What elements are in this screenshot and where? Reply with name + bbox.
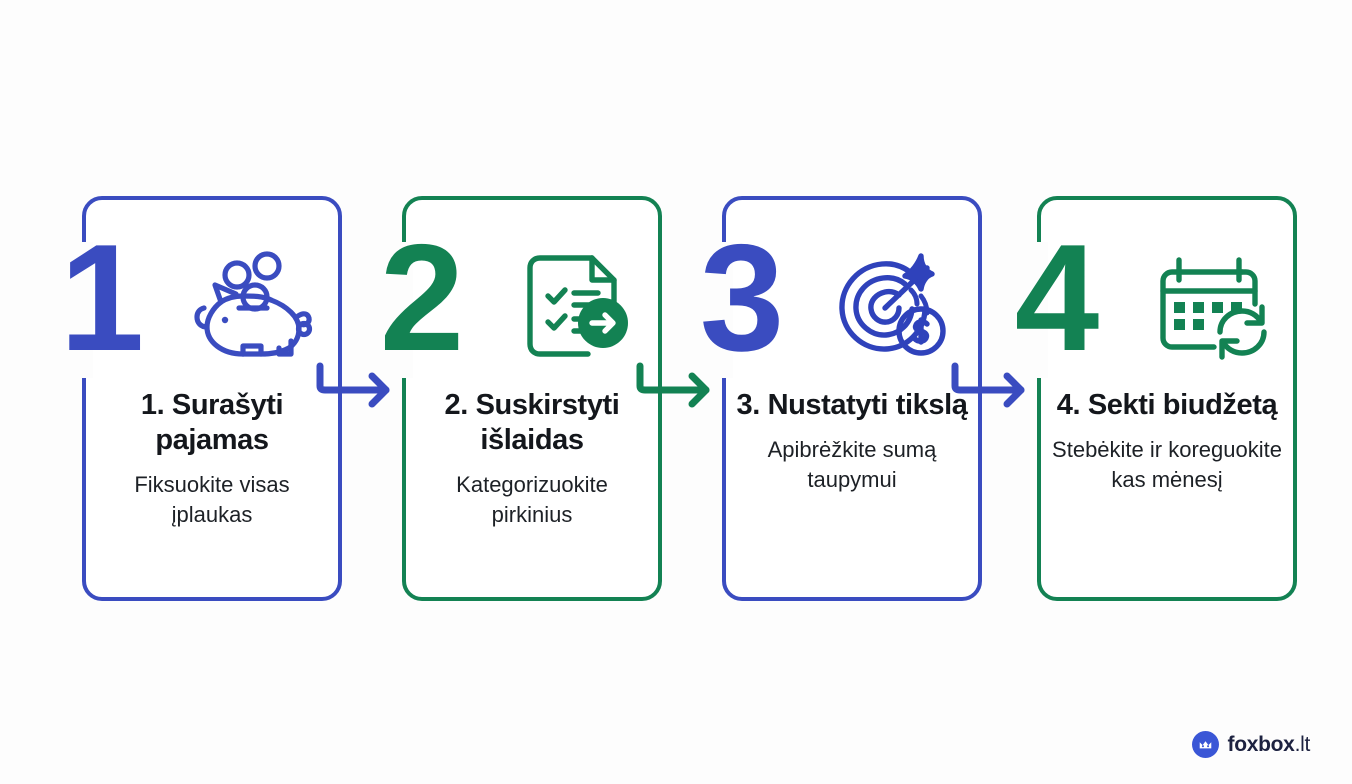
piggy-bank-icon [188, 246, 320, 366]
foxbox-badge-icon [1191, 731, 1219, 758]
step-card-2: 2. Suskirstyti išlaidas Kategorizuokite … [399, 196, 662, 601]
border-gap-3 [719, 242, 733, 378]
connector-arrow-3-to-4 [951, 358, 1037, 408]
border-gap-1 [79, 242, 93, 378]
step-card-3: 3. Nustatyti tikslą Apibrėžkite sumą tau… [719, 196, 982, 601]
step-card-1-title: 1. Surašyti pajamas [140, 389, 284, 456]
step-card-1-subtitle: Fiksuokite visas įplaukas [134, 472, 290, 527]
step-numeral-2: 2 [379, 213, 465, 383]
border-gap-4 [1034, 242, 1048, 378]
connector-arrow-2-to-3 [636, 358, 722, 408]
step-numeral-3: 3 [699, 213, 785, 383]
step-card-4-subtitle: Stebėkite ir koreguokite kas mėnesį [1052, 437, 1282, 492]
connector-arrow-1-to-2 [316, 358, 402, 408]
foxbox-wordmark: foxbox.lt [1227, 732, 1311, 757]
step-numeral-1: 1 [59, 213, 145, 383]
step-card-2-text: 2. Suskirstyti išlaidas Kategorizuokite … [414, 388, 650, 530]
step-card-3-subtitle: Apibrėžkite sumą taupymui [767, 437, 937, 492]
step-card-2-subtitle: Kategorizuokite pirkinius [456, 472, 608, 527]
target-arrow-dollar-icon [828, 246, 960, 366]
checklist-document-arrow-icon [508, 246, 640, 366]
step-numeral-4: 4 [1014, 213, 1100, 383]
foxbox-logo[interactable]: foxbox.lt [1191, 731, 1311, 758]
step-card-4-title: 4. Sekti biudžetą [1056, 389, 1278, 421]
step-card-3-text: 3. Nustatyti tikslą Apibrėžkite sumą tau… [734, 388, 970, 495]
step-card-4: 4. Sekti biudžetą Stebėkite ir koreguoki… [1034, 196, 1297, 601]
border-gap-2 [399, 242, 413, 378]
step-card-1: 1. Surašyti pajamas Fiksuokite visas įpl… [79, 196, 342, 601]
calendar-refresh-icon [1143, 246, 1275, 366]
logo-name: foxbox [1227, 732, 1295, 756]
step-card-1-text: 1. Surašyti pajamas Fiksuokite visas įpl… [94, 388, 330, 530]
logo-tld: .lt [1294, 732, 1311, 756]
step-card-2-title: 2. Suskirstyti išlaidas [444, 389, 620, 456]
step-card-3-title: 3. Nustatyti tikslą [736, 389, 968, 421]
step-card-4-text: 4. Sekti biudžetą Stebėkite ir koreguoki… [1049, 388, 1285, 495]
